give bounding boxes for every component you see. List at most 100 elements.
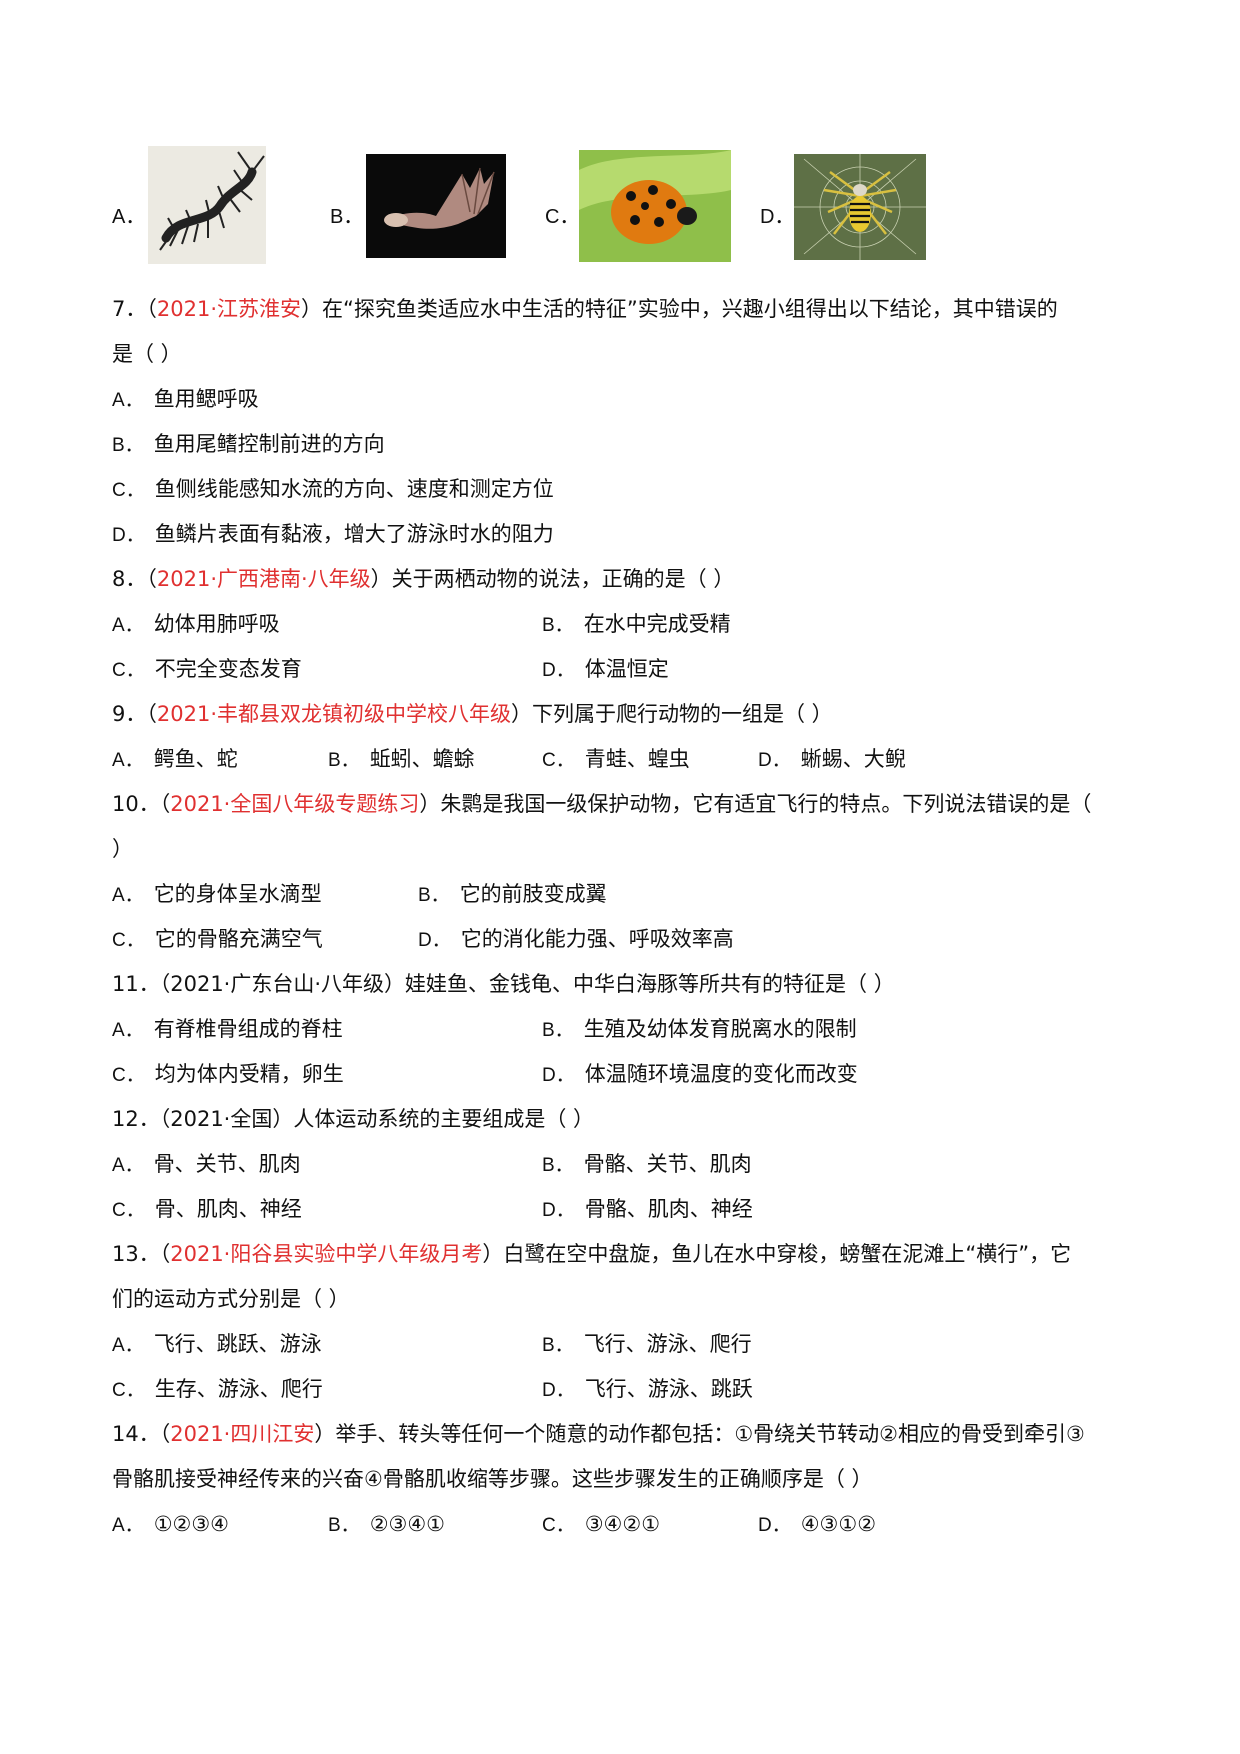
q12-option-a[interactable]: A． 骨、关节、肌肉 — [112, 1150, 301, 1180]
option-letter: B． — [328, 1515, 360, 1536]
q8-option-a[interactable]: A．幼体用肺呼吸 — [112, 610, 280, 640]
question-text: （2021·广东台山·八年级）娃娃鱼、金钱龟、中华白海豚等所共有的特征是（ ） — [159, 972, 895, 996]
q9-option-c[interactable]: C．青蛙、蝗虫 — [542, 745, 690, 775]
option-letter: A． — [112, 1335, 144, 1356]
q11-option-a[interactable]: A．有脊椎骨组成的脊柱 — [112, 1015, 343, 1045]
question-10-stem-cont: ） — [112, 835, 133, 863]
option-letter: D． — [760, 206, 795, 228]
question-13-stem-cont: 们的运动方式分别是（ ） — [112, 1285, 350, 1313]
option-letter: C． — [112, 1200, 145, 1221]
question-text: ）下列属于爬行动物的一组是（ ） — [511, 702, 833, 726]
option-letter: B． — [542, 1335, 574, 1356]
q8-option-b[interactable]: B．在水中完成受精 — [542, 610, 731, 640]
option-text: 生殖及幼体发育脱离水的限制 — [583, 1017, 857, 1041]
q7-option-c[interactable]: C． 鱼侧线能感知水流的方向、速度和测定方位 — [112, 475, 554, 505]
option-text: 有脊椎骨组成的脊柱 — [153, 1017, 343, 1041]
q12-option-b[interactable]: B．骨骼、关节、肌肉 — [542, 1150, 752, 1180]
q8-option-d[interactable]: D．体温恒定 — [542, 655, 669, 685]
option-letter: C． — [112, 1380, 145, 1401]
option-letter: C． — [112, 660, 145, 681]
q10-option-b[interactable]: B．它的前肢变成翼 — [418, 880, 607, 910]
option-text: 蜥蜴、大鲵 — [800, 747, 906, 771]
option-letter: D． — [112, 525, 145, 546]
q8-option-c[interactable]: C．不完全变态发育 — [112, 655, 302, 685]
spider-image — [794, 154, 926, 260]
question-text: 是（ ） — [112, 342, 182, 366]
question-number: 10． — [112, 792, 160, 816]
option-text: 它的身体呈水滴型 — [153, 882, 322, 906]
option-letter: C． — [112, 930, 145, 951]
option-letter: C． — [545, 206, 580, 228]
q7-option-a[interactable]: A．鱼用鳃呼吸 — [112, 385, 259, 415]
q13-option-a[interactable]: A． 飞行、跳跃、游泳 — [112, 1330, 322, 1360]
option-letter: A． — [112, 390, 144, 411]
q13-option-b[interactable]: B．飞行、游泳、爬行 — [542, 1330, 752, 1360]
option-text: 鱼侧线能感知水流的方向、速度和测定方位 — [154, 477, 554, 501]
question-number: 12． — [112, 1107, 160, 1131]
option-letter: A． — [112, 1515, 144, 1536]
q13-option-d[interactable]: D．飞行、游泳、跳跃 — [542, 1375, 753, 1405]
option-letter: A． — [112, 750, 144, 771]
question-14-stem-cont: 骨骼肌接受神经传来的兴奋④骨骼肌收缩等步骤。这些步骤发生的正确顺序是（ ） — [112, 1465, 873, 1493]
option-text: 骨骼、肌肉、神经 — [584, 1197, 753, 1221]
q9-option-b[interactable]: B．蚯蚓、蟾蜍 — [328, 745, 475, 775]
paren-open: （ — [146, 567, 157, 591]
q11-option-d[interactable]: D．体温随环境温度的变化而改变 — [542, 1060, 858, 1090]
option-letter: D． — [758, 1515, 791, 1536]
q14-option-d[interactable]: D．④③①② — [758, 1510, 876, 1540]
question-text: （2021·全国）人体运动系统的主要组成是（ ） — [159, 1107, 595, 1131]
q9-option-d[interactable]: D．蜥蜴、大鲵 — [758, 745, 906, 775]
q14-option-c[interactable]: C． ③④②① — [542, 1510, 660, 1540]
q10-option-c[interactable]: C．它的骨骼充满空气 — [112, 925, 323, 955]
option-text: 鱼用尾鳍控制前进的方向 — [153, 432, 385, 456]
option-letter: B． — [418, 885, 450, 906]
bat-image — [366, 154, 506, 258]
paren-open: （ — [146, 702, 157, 726]
option-text: ①②③④ — [153, 1512, 229, 1536]
question-text: ）朱鹮是我国一级保护动物，它有适宜飞行的特点。下列说法错误的是（ — [419, 792, 1092, 816]
q10-option-a[interactable]: A．它的身体呈水滴型 — [112, 880, 322, 910]
option-letter: C． — [112, 480, 145, 501]
option-letter: D． — [542, 1065, 575, 1086]
q13-option-c[interactable]: C．生存、游泳、爬行 — [112, 1375, 323, 1405]
option-text: 骨、关节、肌肉 — [153, 1152, 301, 1176]
q14-option-b[interactable]: B． ②③④① — [328, 1510, 445, 1540]
question-number: 7． — [112, 297, 147, 321]
paren-open: （ — [146, 297, 157, 321]
question-12-stem: 12．（2021·全国）人体运动系统的主要组成是（ ） — [112, 1105, 594, 1133]
option-text: ③④②① — [584, 1512, 661, 1536]
option-text: 体温恒定 — [584, 657, 669, 681]
q12-option-d[interactable]: D． 骨骼、肌肉、神经 — [542, 1195, 753, 1225]
question-number: 8． — [112, 567, 147, 591]
q10-option-d[interactable]: D．它的消化能力强、呼吸效率高 — [418, 925, 734, 955]
question-13-stem: 13．（2021·阳谷县实验中学八年级月考）白鹭在空中盘旋，鱼儿在水中穿梭，螃蟹… — [112, 1240, 1071, 1268]
question-source: 2021·丰都县双龙镇初级中学校八年级 — [156, 702, 511, 726]
question-11-stem: 11．（2021·广东台山·八年级）娃娃鱼、金钱龟、中华白海豚等所共有的特征是（… — [112, 970, 895, 998]
option-text: 鱼鳞片表面有黏液，增大了游泳时水的阻力 — [154, 522, 554, 546]
question-text: ）在“探究鱼类适应水中生活的特征”实验中，兴趣小组得出以下结论，其中错误的 — [301, 297, 1058, 321]
q14-option-a[interactable]: A． ①②③④ — [112, 1510, 229, 1540]
option-text: 骨、肌肉、神经 — [154, 1197, 302, 1221]
option-letter: B． — [328, 750, 360, 771]
option-letter: C． — [542, 750, 575, 771]
question-text: ）白鹭在空中盘旋，鱼儿在水中穿梭，螃蟹在泥滩上“横行”，它 — [482, 1242, 1072, 1266]
option-text: ②③④① — [369, 1512, 445, 1536]
option-letter: A． — [112, 1155, 144, 1176]
option-text: 飞行、跳跃、游泳 — [153, 1332, 322, 1356]
question-text: ） — [112, 837, 133, 861]
q11-option-b[interactable]: B．生殖及幼体发育脱离水的限制 — [542, 1015, 857, 1045]
question-8-stem: 8．（2021·广西港南·八年级）关于两栖动物的说法，正确的是（ ） — [112, 565, 734, 593]
option-text: 骨骼、关节、肌肉 — [583, 1152, 752, 1176]
option-text: 飞行、游泳、跳跃 — [584, 1377, 753, 1401]
option-text: 幼体用肺呼吸 — [153, 612, 280, 636]
option-letter: B． — [112, 435, 144, 456]
option-letter: D． — [542, 1200, 575, 1221]
q7-option-d[interactable]: D． 鱼鳞片表面有黏液，增大了游泳时水的阻力 — [112, 520, 554, 550]
q11-option-c[interactable]: C．均为体内受精，卵生 — [112, 1060, 344, 1090]
option-letter: C． — [542, 1515, 575, 1536]
q12-option-c[interactable]: C． 骨、肌肉、神经 — [112, 1195, 302, 1225]
q9-option-a[interactable]: A．鳄鱼、蛇 — [112, 745, 238, 775]
q7-option-b[interactable]: B． 鱼用尾鳍控制前进的方向 — [112, 430, 385, 460]
question-number: 11． — [112, 972, 160, 996]
